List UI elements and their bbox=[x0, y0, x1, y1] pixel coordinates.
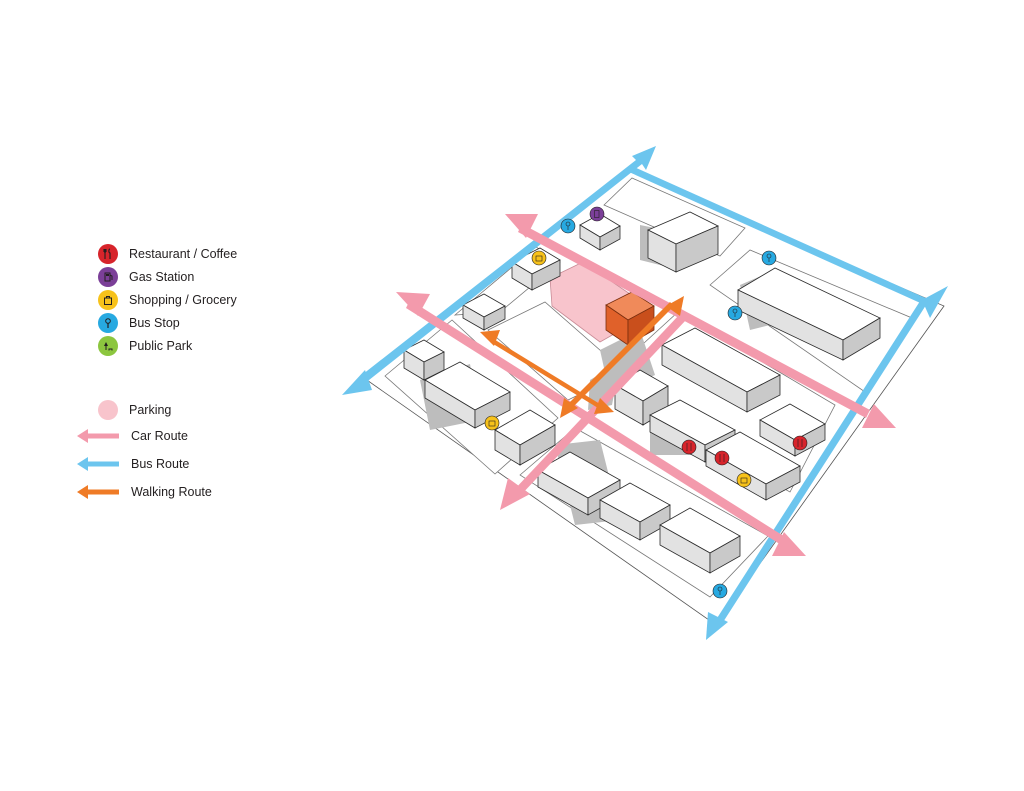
parking-swatch-icon bbox=[98, 400, 118, 420]
building-top bbox=[647, 211, 719, 273]
legend-item-park: Public Park bbox=[97, 335, 192, 357]
buildings bbox=[403, 211, 881, 574]
car-route-upper bbox=[518, 224, 870, 418]
building-right bbox=[737, 267, 881, 361]
walking-route-cross-bottom bbox=[560, 398, 578, 418]
legend-item-restaurant: Restaurant / Coffee bbox=[97, 243, 237, 265]
highlighted-building bbox=[605, 291, 655, 346]
building-left-1 bbox=[403, 339, 445, 381]
walking-route-diagonal bbox=[490, 338, 600, 408]
fuel-pump-icon bbox=[98, 267, 118, 287]
building-left-small bbox=[462, 293, 506, 331]
tree-bench-icon bbox=[98, 336, 118, 356]
building-bottom-2 bbox=[599, 482, 671, 541]
legend-label-bus-stop: Bus Stop bbox=[129, 316, 180, 330]
walking-route-arrow-icon bbox=[77, 485, 119, 499]
bus-route-right-edge bbox=[712, 298, 928, 630]
legend-label-walking-route: Walking Route bbox=[131, 485, 212, 499]
bus-route-arrow-icon bbox=[77, 457, 119, 471]
legend-item-bus-stop: Bus Stop bbox=[97, 312, 180, 334]
legend-label-park: Public Park bbox=[129, 339, 193, 353]
car-route-lower bbox=[406, 300, 790, 548]
legend-item-walking-route: Walking Route bbox=[77, 481, 212, 503]
legend-label-restaurant: Restaurant / Coffee bbox=[129, 247, 238, 261]
shopping-marker bbox=[484, 415, 500, 431]
shopping-bag-icon bbox=[98, 290, 118, 310]
legend-label-shopping: Shopping / Grocery bbox=[129, 293, 237, 307]
legend-item-car-route: Car Route bbox=[77, 425, 188, 447]
car-route-lower-left-arrowhead bbox=[396, 292, 430, 316]
restaurant-marker bbox=[792, 435, 808, 451]
walking-route-cross-top bbox=[666, 296, 684, 316]
bus-stop-marker bbox=[712, 583, 728, 599]
car-route-cross-arrowhead bbox=[500, 478, 530, 510]
building-top-small bbox=[579, 213, 621, 251]
car-route-lower-right-arrowhead bbox=[772, 532, 806, 556]
shopping-marker bbox=[736, 472, 752, 488]
car-route-upper-right-arrowhead bbox=[862, 404, 896, 428]
legend-label-gas: Gas Station bbox=[129, 270, 195, 284]
bus-stop-marker bbox=[560, 218, 576, 234]
walking-route-cross bbox=[568, 302, 674, 408]
restaurant-marker bbox=[681, 439, 697, 455]
shopping-marker bbox=[531, 250, 547, 266]
fork-knife-icon bbox=[98, 244, 118, 264]
gas-station-marker bbox=[589, 206, 605, 222]
building-bottom-3 bbox=[659, 507, 741, 574]
walking-route-diagonal-start bbox=[480, 330, 500, 346]
restaurant-marker bbox=[714, 450, 730, 466]
legend-item-shopping: Shopping / Grocery bbox=[97, 289, 237, 311]
legend-label-parking: Parking bbox=[129, 403, 172, 417]
bus-stop-sign-icon bbox=[98, 313, 118, 333]
bus-stop-marker bbox=[761, 250, 777, 266]
building-top-left bbox=[511, 247, 561, 291]
building-left-3 bbox=[494, 409, 556, 466]
legend-item-gas: Gas Station bbox=[97, 266, 194, 288]
amenity-markers bbox=[484, 206, 808, 599]
legend-item-bus-route: Bus Route bbox=[77, 453, 190, 475]
legend-label-car-route: Car Route bbox=[131, 429, 188, 443]
bus-route-left-arrowhead bbox=[342, 370, 372, 395]
bus-route-right-arrowhead bbox=[922, 286, 948, 318]
walking-routes bbox=[480, 296, 684, 418]
walking-route-diagonal-end bbox=[594, 398, 614, 414]
building-center-right-1 bbox=[661, 327, 781, 413]
car-route-arrow-icon bbox=[77, 429, 119, 443]
legend-item-parking: Parking bbox=[97, 399, 171, 421]
building-left-2 bbox=[424, 361, 511, 429]
legend-label-bus-route: Bus Route bbox=[131, 457, 190, 471]
bus-route-bottom-arrowhead bbox=[706, 612, 728, 640]
bus-route-top-right bbox=[629, 166, 930, 306]
bus-stop-marker bbox=[727, 305, 743, 321]
car-route-upper-left-arrowhead bbox=[505, 214, 538, 238]
